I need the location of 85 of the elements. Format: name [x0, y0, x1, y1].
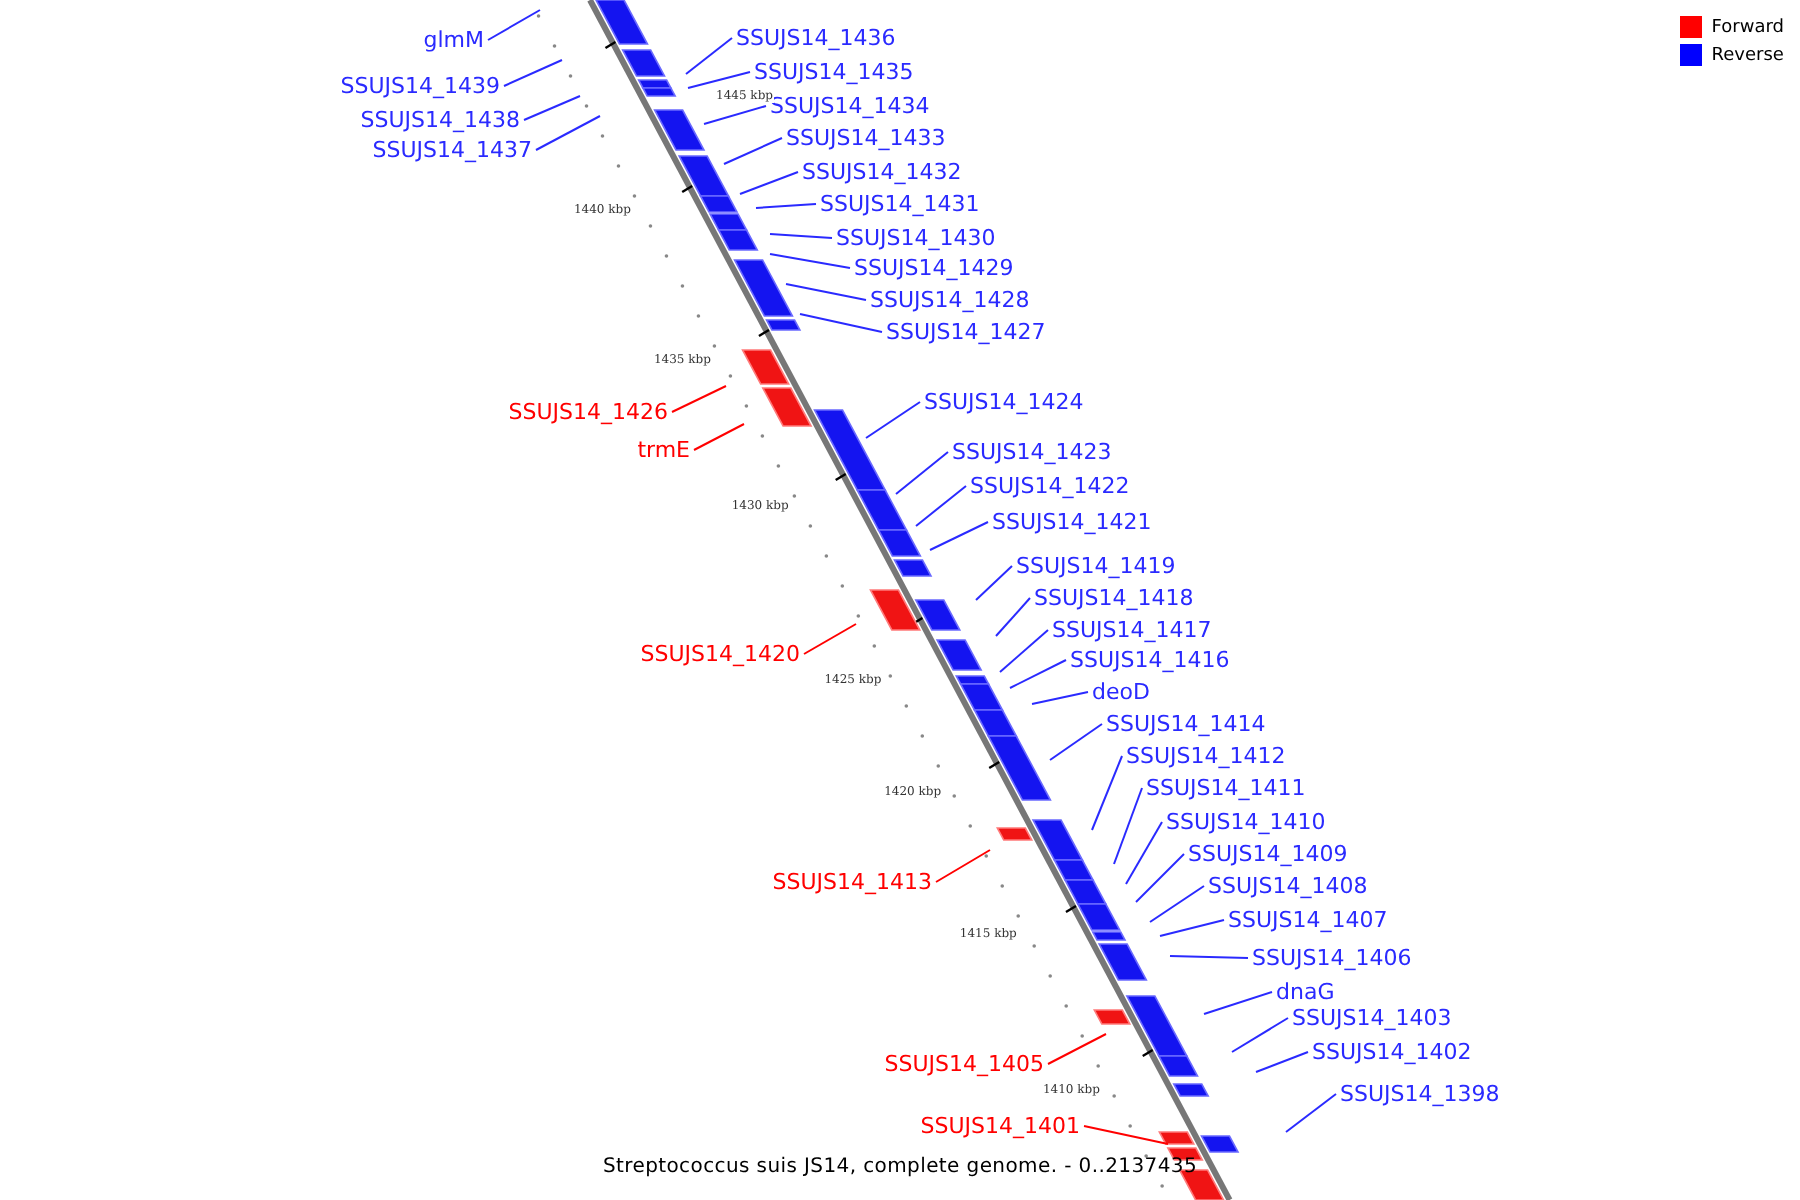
gene-label: SSUJS14_1437 — [372, 137, 532, 163]
leader-line — [995, 597, 1031, 637]
gene-label: SSUJS14_1405 — [884, 1051, 1044, 1077]
leader-line — [999, 629, 1049, 673]
gene-label: deoD — [1092, 679, 1150, 705]
leader-line — [755, 203, 817, 209]
leader-line — [1159, 919, 1225, 937]
leader-line — [785, 283, 867, 301]
leader-line — [1169, 955, 1249, 959]
gene-label: SSUJS14_1401 — [920, 1113, 1080, 1139]
leader-line — [1125, 821, 1163, 885]
gene-label: SSUJS14_1427 — [886, 319, 1046, 345]
leader-line — [865, 401, 921, 439]
gene-label: SSUJS14_1436 — [736, 25, 896, 51]
gene-label: SSUJS14_1413 — [772, 869, 932, 895]
gene-label: SSUJS14_1419 — [1016, 553, 1176, 579]
gene-label: SSUJS14_1418 — [1034, 585, 1194, 611]
leader-line — [975, 565, 1013, 601]
gene-label: SSUJS14_1432 — [802, 159, 962, 185]
gene-label: SSUJS14_1424 — [924, 389, 1084, 415]
leader-line — [1203, 991, 1273, 1015]
gene-label: dnaG — [1276, 979, 1335, 1005]
gene-label: glmM — [423, 27, 484, 53]
leader-line — [929, 521, 989, 551]
leader-line — [739, 171, 799, 195]
leader-line — [723, 137, 783, 165]
gene-label: SSUJS14_1407 — [1228, 907, 1388, 933]
gene-label: SSUJS14_1420 — [640, 641, 800, 667]
gene-label: SSUJS14_1414 — [1106, 711, 1266, 737]
leader-line — [1285, 1093, 1337, 1133]
leader-line — [803, 623, 857, 655]
gene-label: SSUJS14_1421 — [992, 509, 1152, 535]
gene-label: SSUJS14_1429 — [854, 255, 1014, 281]
leader-line — [1255, 1051, 1309, 1073]
leader-line — [535, 115, 601, 151]
leader-line — [523, 95, 581, 121]
gene-label: SSUJS14_1422 — [970, 473, 1130, 499]
gene-label: SSUJS14_1416 — [1070, 647, 1230, 673]
leader-line — [1083, 1125, 1169, 1145]
gene-label: SSUJS14_1433 — [786, 125, 946, 151]
gene-label: SSUJS14_1428 — [870, 287, 1030, 313]
gene-label: trmE — [637, 437, 690, 463]
gene-label: SSUJS14_1439 — [340, 73, 500, 99]
caption: Streptococcus suis JS14, complete genome. - 0..2137435 — [600, 1156, 1200, 1178]
leader-line — [687, 71, 751, 89]
gene-label: SSUJS14_1438 — [360, 107, 520, 133]
leader-line — [1009, 659, 1067, 689]
leader-line — [1113, 787, 1143, 865]
leader-line — [915, 485, 967, 527]
gene-label: SSUJS14_1408 — [1208, 873, 1368, 899]
gene-label: SSUJS14_1402 — [1312, 1039, 1472, 1065]
gene-label: SSUJS14_1426 — [508, 399, 668, 425]
gene-label: SSUJS14_1434 — [770, 93, 930, 119]
gene-label: SSUJS14_1403 — [1292, 1005, 1452, 1031]
gene-label: SSUJS14_1435 — [754, 59, 914, 85]
leader-line — [935, 849, 991, 883]
gene-label: SSUJS14_1431 — [820, 191, 980, 217]
leader-line — [693, 423, 745, 451]
leader-line — [685, 37, 733, 75]
leader-line — [1091, 755, 1123, 831]
leader-line — [487, 9, 541, 41]
leader-line — [769, 233, 833, 239]
leader-line — [895, 451, 949, 495]
leader-line — [1135, 853, 1185, 903]
legend-label: Forward — [1711, 17, 1784, 37]
gene-label: SSUJS14_1430 — [836, 225, 996, 251]
leader-line — [769, 253, 851, 269]
leader-line — [1031, 691, 1089, 705]
leader-line — [671, 385, 727, 413]
gene-label: SSUJS14_1417 — [1052, 617, 1212, 643]
leader-line — [1049, 723, 1103, 761]
gene-label: SSUJS14_1398 — [1340, 1081, 1500, 1107]
gene-label: SSUJS14_1411 — [1146, 775, 1306, 801]
leader-line — [1231, 1017, 1289, 1053]
gene-label: SSUJS14_1423 — [952, 439, 1112, 465]
leader-line — [1149, 885, 1205, 923]
gene-label: SSUJS14_1412 — [1126, 743, 1286, 769]
leader-line — [703, 105, 767, 125]
legend-label: Reverse — [1711, 45, 1784, 65]
leader-line — [1047, 1033, 1107, 1065]
leader-line — [799, 313, 883, 333]
leader-line — [503, 59, 563, 87]
gene-label: SSUJS14_1410 — [1166, 809, 1326, 835]
gene-label: SSUJS14_1409 — [1188, 841, 1348, 867]
gene-label: SSUJS14_1406 — [1252, 945, 1412, 971]
